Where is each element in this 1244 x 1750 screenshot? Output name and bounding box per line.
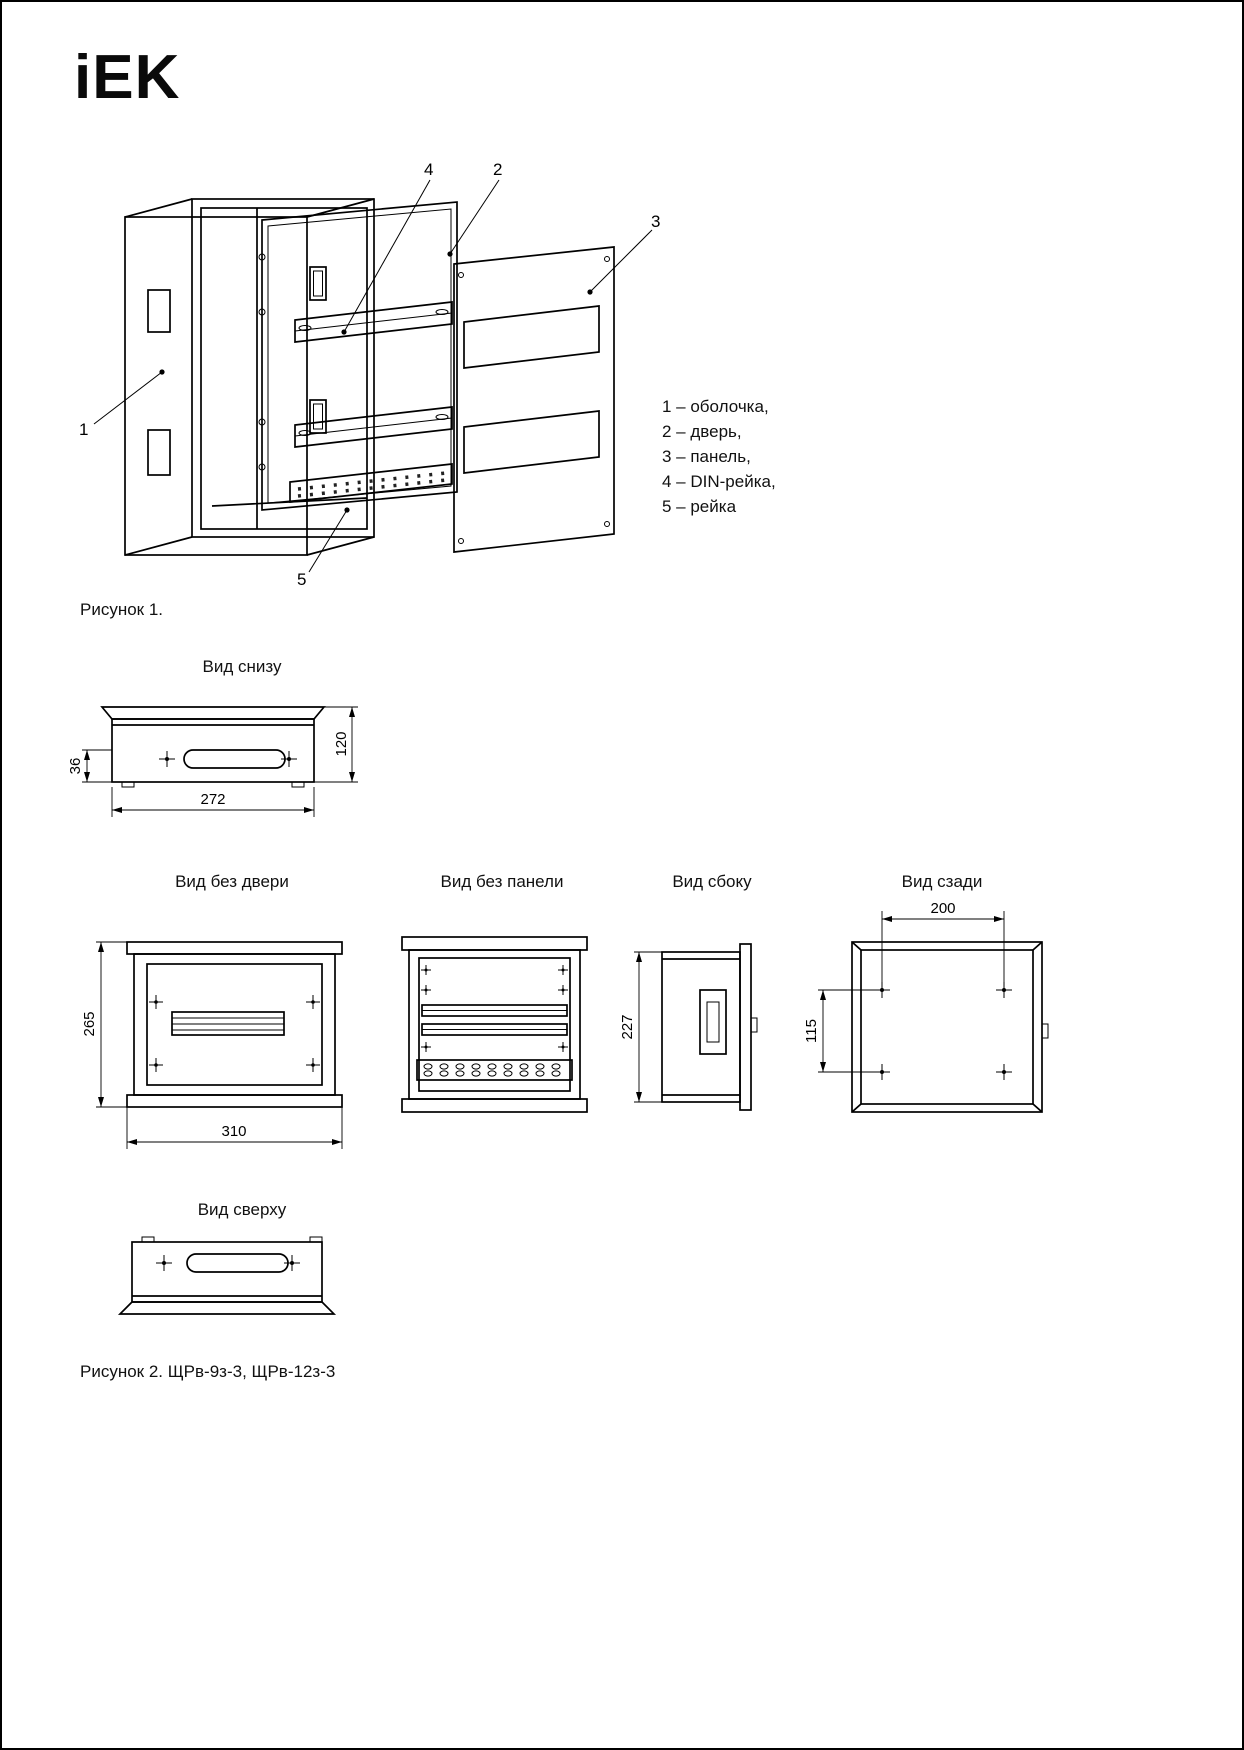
mounting-rail [289, 463, 453, 503]
side-view-title: Вид сбоку [672, 872, 752, 891]
no-door-view-title: Вид без двери [175, 872, 289, 891]
panel-window-top [463, 305, 600, 369]
callout-label-2: 2 [493, 160, 502, 179]
dim-265-label: 265 [81, 1011, 98, 1036]
dim-272-label: 272 [200, 791, 225, 808]
no-panel-body [401, 936, 588, 1113]
enclosure [124, 198, 375, 556]
dim-227-label: 227 [619, 1014, 636, 1039]
panel-screws [458, 256, 610, 544]
figure1-caption: Рисунок 1. [80, 600, 164, 619]
legend-item: 5 – рейка [662, 497, 737, 516]
top-view-details [141, 1236, 323, 1271]
iek-logo: iEK [74, 43, 181, 112]
side-view-drawing: 227 [619, 943, 758, 1111]
door [261, 201, 458, 511]
no-door-details [149, 995, 320, 1072]
rear-view-holes [874, 982, 1012, 1080]
figure1-drawing: 1 2 3 4 5 [79, 160, 660, 589]
din-rail-bottom [294, 406, 453, 448]
parts-legend: 1 – оболочка, 2 – дверь, 3 – панель, 4 –… [662, 394, 776, 519]
no-panel-details [421, 965, 568, 1077]
rear-view-drawing: 200 115 [803, 900, 1049, 1113]
legend-item: 4 – DIN-рейка, [662, 472, 776, 491]
dim-115-label: 115 [803, 1019, 820, 1043]
legend-item: 3 – панель, [662, 447, 751, 466]
door-locks [309, 266, 327, 434]
panel [453, 246, 615, 553]
callout-label-4: 4 [424, 160, 433, 179]
top-view-title: Вид сверху [197, 1200, 287, 1219]
no-door-body [126, 941, 343, 1108]
bottom-view-title: Вид снизу [202, 657, 282, 676]
bottom-view-drawing: 120 36 272 [67, 706, 358, 817]
dim-310-label: 310 [221, 1123, 246, 1140]
rear-view-dimensions [818, 911, 1005, 1073]
callout-label-3: 3 [651, 212, 660, 231]
din-rail-top [294, 301, 453, 343]
figure2-caption: Рисунок 2. ЩРв-9з-3, ЩРв-12з-3 [80, 1362, 336, 1381]
dim-120-label: 120 [333, 731, 350, 756]
no-panel-view-title: Вид без панели [440, 872, 564, 891]
bottom-view-body [100, 706, 326, 783]
panel-window-bottom [463, 410, 600, 474]
callout-label-1: 1 [79, 420, 88, 439]
dim-200-label: 200 [930, 900, 955, 917]
bottom-view-dimensions [82, 706, 358, 817]
callout-label-5: 5 [297, 570, 306, 589]
side-view-body [661, 943, 758, 1111]
enclosure-side-holes [147, 289, 171, 476]
no-door-view-drawing: 265 310 [81, 941, 343, 1149]
side-view-dimensions [634, 951, 662, 1103]
top-view-drawing [117, 1236, 337, 1315]
legend-item: 1 – оболочка, [662, 397, 769, 416]
legend-item: 2 – дверь, [662, 422, 742, 441]
dim-36-label: 36 [67, 758, 84, 775]
rear-view-title: Вид сзади [901, 872, 983, 891]
callout-leaders [93, 179, 653, 573]
top-view-body [117, 1241, 337, 1315]
rear-view-body [851, 941, 1049, 1113]
no-door-dimensions [96, 941, 343, 1149]
bottom-view-details [121, 751, 305, 788]
no-panel-view-drawing [401, 936, 588, 1113]
